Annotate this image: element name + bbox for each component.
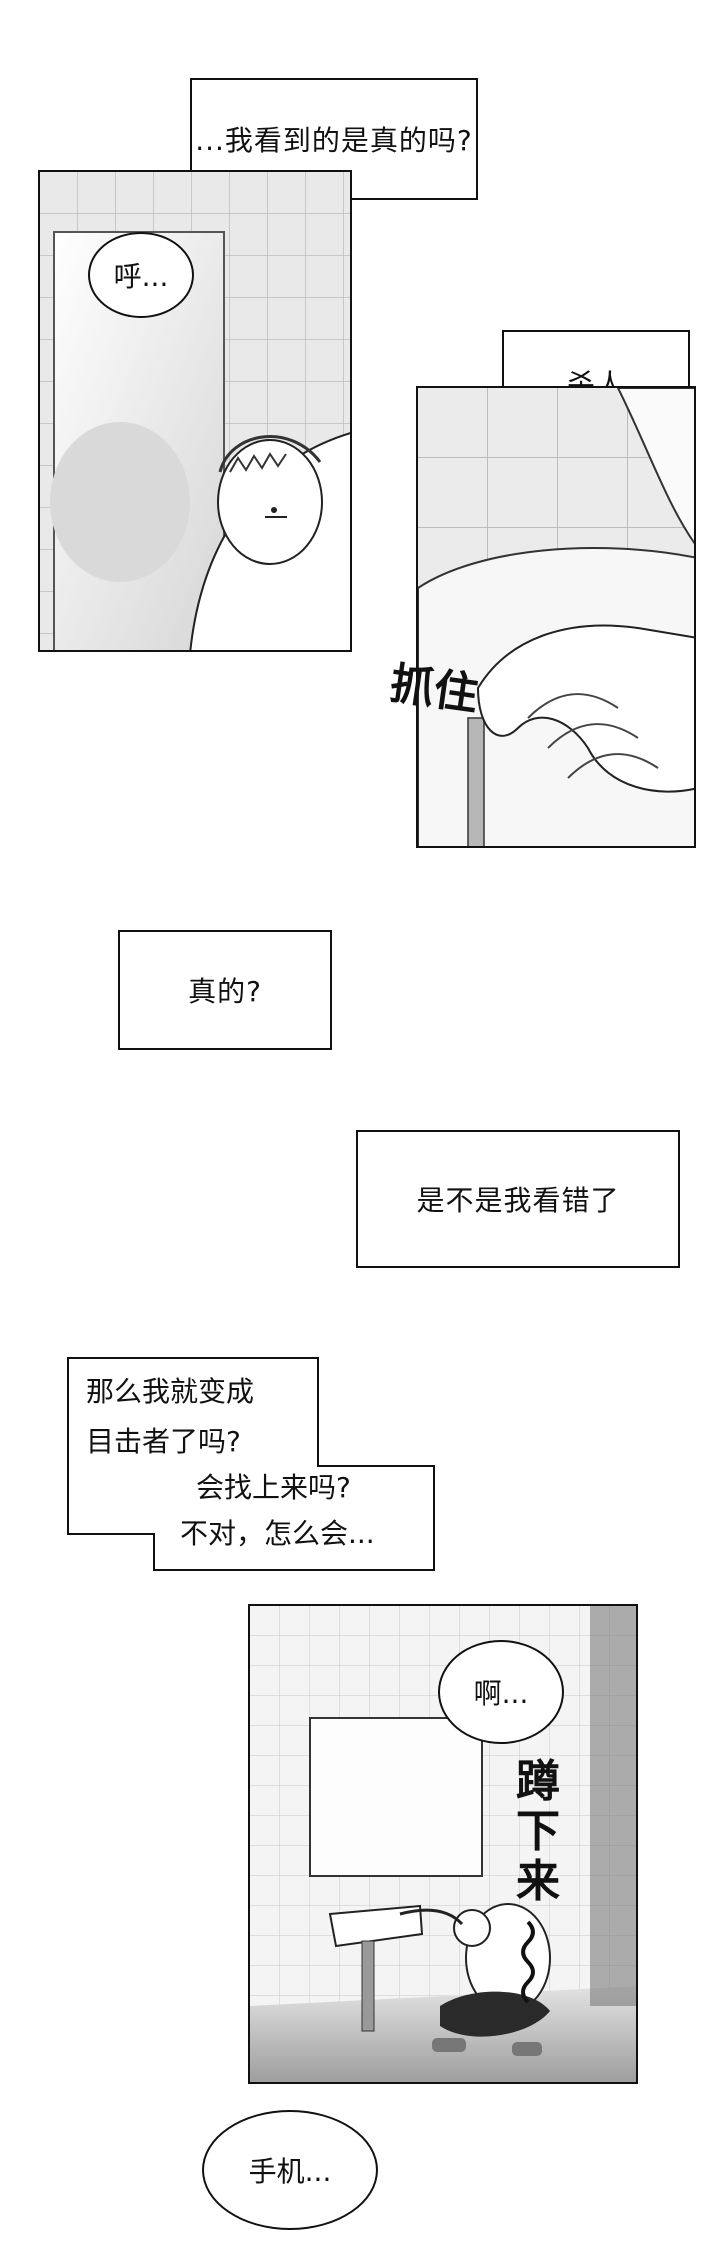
stepped-caption-line-3: 会找上来吗?: [196, 1471, 351, 1504]
panel-hand-grab-art: [418, 388, 694, 846]
caption-text-top: ...我看到的是真的吗?: [195, 124, 473, 157]
stepped-caption-line-2: 目击者了吗?: [86, 1425, 241, 1458]
speech-bubble-sigh-text: 呼...: [113, 260, 169, 293]
panel-washroom-man-art: [40, 172, 350, 650]
caption-box-really: 真的?: [118, 930, 332, 1050]
sfx-grab-text: 抓住: [386, 658, 482, 721]
sfx-squat: 蹲 下 来: [508, 1760, 568, 2022]
speech-bubble-ah: 啊...: [438, 1640, 564, 1744]
speech-bubble-phone-text: 手机...: [248, 2155, 332, 2188]
stepped-caption: 那么我就变成 目击者了吗? 会找上来吗? 不对，怎么会...: [66, 1356, 438, 1572]
speech-bubble-phone: 手机...: [202, 2110, 378, 2230]
sfx-grab: 抓住: [387, 658, 481, 721]
stepped-caption-frame: [67, 1357, 435, 1571]
sfx-squat-char-1: 蹲: [516, 1756, 560, 1807]
panel-washroom-man: [38, 170, 352, 652]
speech-bubble-ah-text: 啊...: [473, 1677, 529, 1710]
speech-bubble-sigh: 呼...: [88, 232, 194, 318]
panel-hand-grab: [416, 386, 696, 848]
stepped-caption-line-4: 不对，怎么会...: [180, 1517, 375, 1550]
sfx-squat-char-2: 下: [516, 1806, 560, 1857]
caption-box-mistake: 是不是我看错了: [356, 1130, 680, 1268]
caption-text-really: 真的?: [188, 975, 262, 1008]
caption-text-mistake: 是不是我看错了: [416, 1184, 620, 1217]
stepped-caption-line-1: 那么我就变成: [86, 1375, 255, 1408]
sfx-squat-squiggle: [521, 1920, 535, 2004]
sfx-squat-char-3: 来: [516, 1856, 560, 1907]
